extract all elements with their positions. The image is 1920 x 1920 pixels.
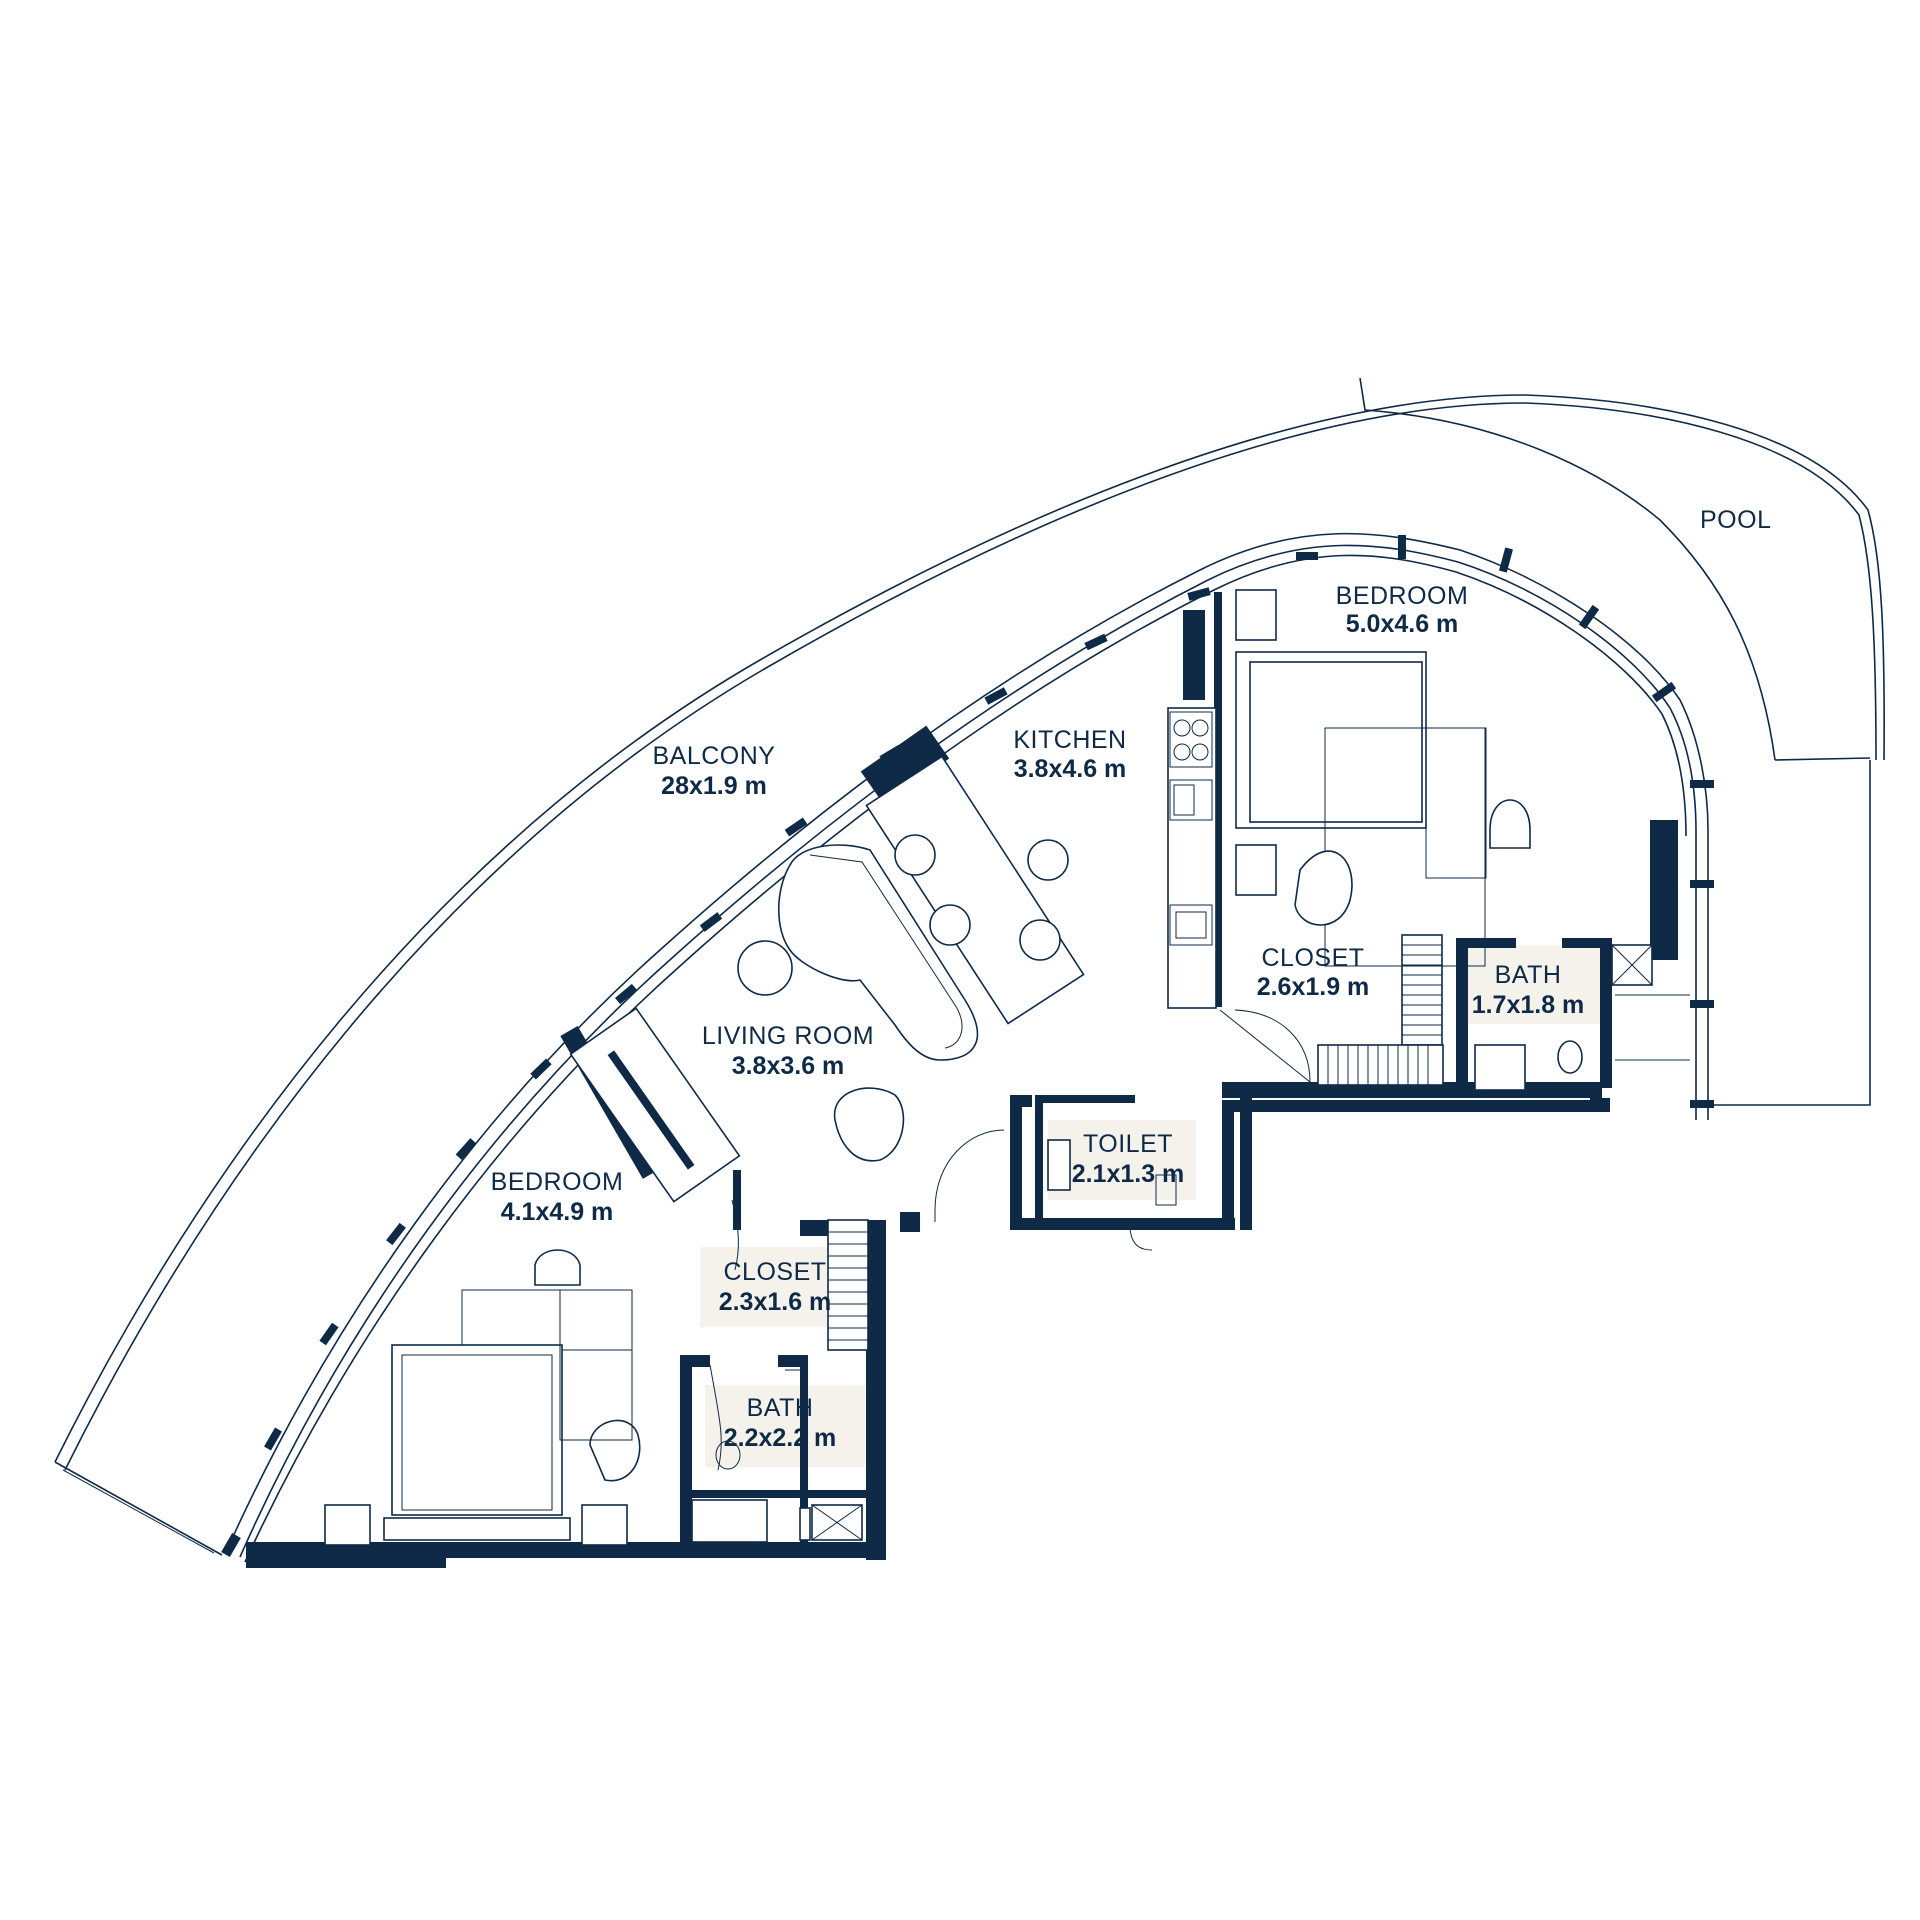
second-bedroom-furniture [324, 1249, 641, 1546]
living-room-name: LIVING ROOM [702, 1022, 874, 1050]
closet-master-size: 2.6x1.9 m [1257, 973, 1370, 1001]
pool-outline [1359, 377, 1871, 1106]
doors [709, 1009, 1311, 1471]
closet-second-name: CLOSET [723, 1258, 826, 1286]
bath-master-name: BATH [1495, 961, 1562, 989]
balcony-size: 28x1.9 m [661, 772, 767, 800]
closet-master-name: CLOSET [1261, 944, 1364, 972]
bath-master-size: 1.7x1.8 m [1472, 991, 1585, 1019]
closet-shelving [827, 934, 1444, 1351]
label-backgrounds [700, 945, 1607, 1467]
bedroom-master-size: 5.0x4.6 m [1346, 610, 1459, 638]
toilet-fixtures [1047, 1139, 1177, 1206]
balcony-name: BALCONY [653, 742, 776, 770]
master-bath-fixtures [1474, 944, 1690, 1091]
bedroom-master-name: BEDROOM [1336, 582, 1469, 610]
master-bedroom-furniture [1235, 589, 1531, 967]
bath-second-name: BATH [747, 1394, 814, 1422]
kitchen-size: 3.8x4.6 m [1014, 755, 1127, 783]
pool-label: POOL [1700, 506, 1771, 534]
balcony-railing [54, 394, 1885, 1556]
toilet-size: 2.1x1.3 m [1072, 1160, 1185, 1188]
facade-curtain-wall [221, 532, 1714, 1563]
dining-set [865, 755, 1085, 1025]
bath-second-size: 2.2x2.2 m [724, 1424, 837, 1452]
living-room-size: 3.8x3.6 m [732, 1052, 845, 1080]
bedroom-second-size: 4.1x4.9 m [501, 1198, 614, 1226]
closet-second-size: 2.3x1.6 m [719, 1288, 832, 1316]
bedroom-second-name: BEDROOM [491, 1168, 624, 1196]
living-furniture [569, 844, 979, 1203]
second-bath-fixtures [691, 1369, 863, 1543]
toilet-name: TOILET [1083, 1130, 1173, 1158]
kitchen-name: KITCHEN [1013, 726, 1126, 754]
kitchen-counter [1167, 707, 1217, 1009]
